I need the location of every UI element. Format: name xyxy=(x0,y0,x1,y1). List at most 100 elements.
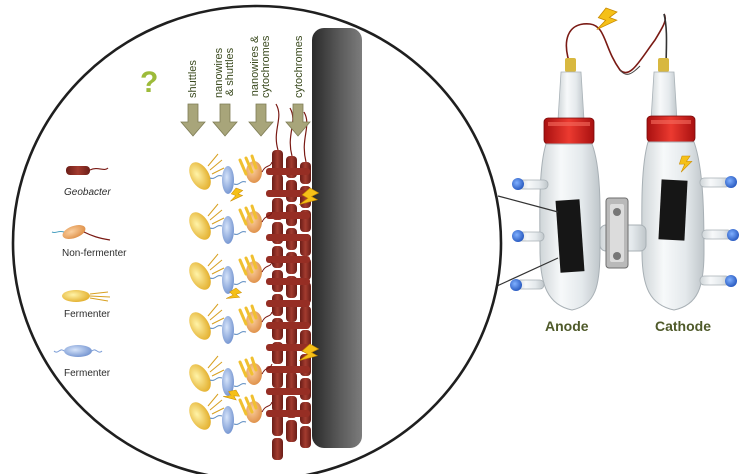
legend-fermenter-yellow-icon xyxy=(62,290,111,302)
flagella xyxy=(261,401,273,413)
geobacter-cell xyxy=(266,300,310,307)
fermenter-yellow xyxy=(189,364,211,392)
fermenter-blue xyxy=(222,166,234,194)
anode-rod-tip xyxy=(565,58,576,72)
geobacter-cell xyxy=(266,190,310,197)
zoom-line-top xyxy=(497,195,559,213)
anode-label: Anode xyxy=(545,318,589,334)
fermenter-blue xyxy=(222,406,234,434)
legend-label-non-fermenter: Non-fermenter xyxy=(62,248,127,259)
flagella xyxy=(207,393,225,415)
down-arrow-icon xyxy=(285,103,311,137)
zoom-circle xyxy=(11,4,503,474)
geobacter-cell xyxy=(300,258,311,280)
geobacter-cell xyxy=(266,212,310,219)
side-ports xyxy=(510,176,739,291)
down-arrow-icon xyxy=(180,103,206,137)
fermenter-yellow xyxy=(238,356,258,378)
flagella xyxy=(261,311,273,323)
fermenter-yellow xyxy=(238,254,258,276)
mechanism-label-shuttles: shuttles xyxy=(187,60,199,98)
fermenter-yellow xyxy=(189,312,211,340)
lightning-icon xyxy=(593,6,620,36)
question-mark-icon: ? xyxy=(140,66,158,99)
flagella xyxy=(207,203,225,225)
fermenter-yellow xyxy=(238,394,258,416)
fermenter-blue xyxy=(222,316,234,344)
electrochemical-cell xyxy=(510,6,739,311)
geobacter-cell xyxy=(266,388,310,395)
geobacter-cell xyxy=(266,410,310,417)
connector-wire xyxy=(619,65,641,75)
anode-electrode xyxy=(555,199,585,273)
fermenter-yellow xyxy=(238,304,258,326)
geobacter-cell xyxy=(266,168,310,175)
flagella xyxy=(209,325,247,335)
legend xyxy=(51,166,111,357)
microbial-community xyxy=(189,153,273,434)
geobacter-cell xyxy=(266,322,310,329)
geobacter-cell xyxy=(272,390,283,412)
anode-surface xyxy=(312,28,362,448)
anode-cap xyxy=(543,117,595,145)
flagella xyxy=(207,153,225,175)
cathode-electrode xyxy=(658,179,688,241)
down-arrow-icon xyxy=(212,103,238,137)
fermenter-blue xyxy=(222,368,234,396)
cathode-label: Cathode xyxy=(655,318,711,334)
geobacter-cell xyxy=(266,256,310,263)
fermenter-yellow xyxy=(189,162,211,190)
geobacter-cell xyxy=(266,366,310,373)
legend-fermenter-blue-icon xyxy=(53,345,103,357)
geobacter-cell xyxy=(272,438,283,460)
anode-neck xyxy=(557,71,585,121)
cathode-cap xyxy=(646,115,696,143)
flagella xyxy=(261,161,273,173)
legend-label-fermenter-2: Fermenter xyxy=(64,368,111,379)
geobacter-cell xyxy=(300,282,311,304)
cathode-neck xyxy=(650,71,678,121)
fermenter-blue xyxy=(222,266,234,294)
geobacter-cell xyxy=(272,150,283,172)
flagella xyxy=(261,211,273,223)
fermenter-yellow xyxy=(189,212,211,240)
zoom-line-bottom xyxy=(496,257,559,287)
legend-label-geobacter: Geobacter xyxy=(64,187,111,198)
legend-geobacter-icon xyxy=(66,166,109,175)
nanowire xyxy=(303,111,308,163)
mechanism-label-nanowires-shuttles: nanowires & shuttles xyxy=(213,47,236,98)
flagella xyxy=(209,377,247,387)
flagella xyxy=(207,355,225,377)
flagella xyxy=(209,415,247,425)
anode-wire xyxy=(565,13,667,74)
flagella xyxy=(261,261,273,273)
mechanism-label-cytochromes: cytochromes xyxy=(293,35,305,98)
membrane-clamp xyxy=(599,197,647,269)
geobacter-cell xyxy=(272,414,283,436)
fermenter-yellow xyxy=(238,204,258,226)
down-arrow-icon xyxy=(248,103,274,137)
geobacter-cell xyxy=(286,324,297,346)
fermenter-yellow xyxy=(189,262,211,290)
flagella xyxy=(209,175,247,185)
cathode-rod-tip xyxy=(658,58,669,72)
legend-label-fermenter-1: Fermenter xyxy=(64,309,111,320)
nanowire xyxy=(275,103,280,151)
fermenter-yellow xyxy=(189,402,211,430)
fermenter-yellow xyxy=(238,154,258,176)
mechanism-arrows xyxy=(180,103,311,137)
geobacter-cell xyxy=(266,234,310,241)
flagella xyxy=(207,253,225,275)
geobacter-cell xyxy=(266,344,310,351)
flagella xyxy=(209,275,247,285)
flagella xyxy=(207,303,225,325)
fermenter-blue xyxy=(222,216,234,244)
mechanism-label-nanowires-cytochromes: nanowires & cytochromes xyxy=(249,35,272,98)
flagella xyxy=(261,363,273,375)
geobacter-cell xyxy=(286,348,297,370)
legend-non-fermenter-icon xyxy=(51,225,111,241)
flagella xyxy=(209,225,247,235)
geobacter-biofilm xyxy=(266,103,311,460)
